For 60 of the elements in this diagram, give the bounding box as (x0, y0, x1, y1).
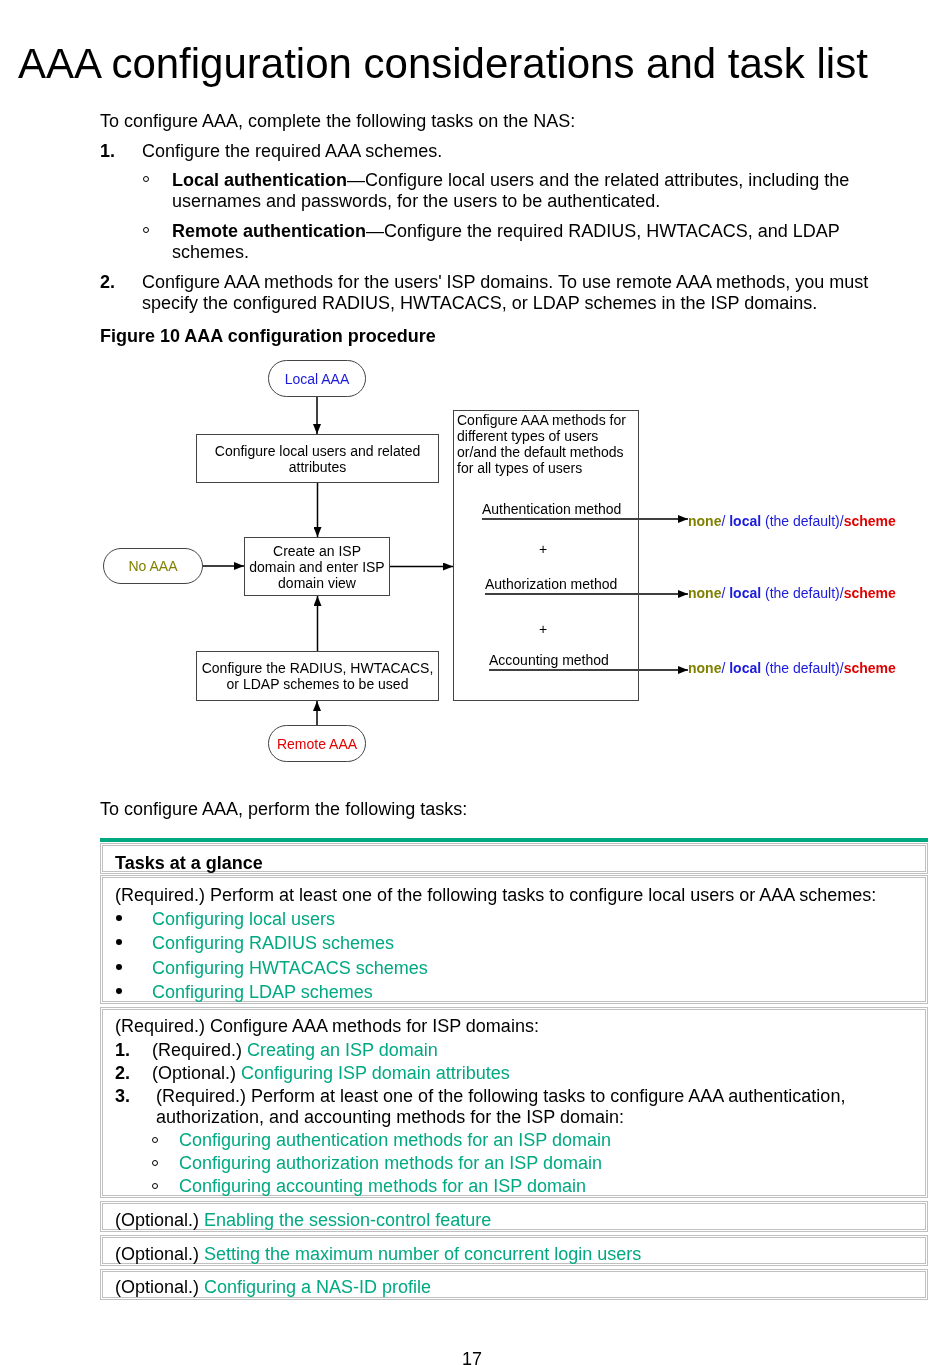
task-link: Configuring HWTACACS schemes (152, 958, 428, 979)
box-heading: Configure AAA methods for different types of users or/and the default methods for all types of users (456, 411, 627, 477)
list-number: 2. (100, 272, 115, 293)
task-link: Configuring authorization methods for an ISP domain (179, 1153, 602, 1174)
process-box (453, 410, 639, 701)
arrow (313, 595, 322, 652)
task-link: Configuring a NAS-ID profile (204, 1277, 432, 1298)
arrow (313, 482, 322, 538)
arrow (202, 562, 245, 570)
task-text: (Optional.) (115, 1277, 200, 1298)
list-item-text: Configure AAA methods for the users' ISP domains. To use remote AAA methods, you must specify the configured RADIUS, HWTACACS, or LDAP schemes in the ISP domains. (142, 272, 870, 314)
method-options-text: none/ local (the default)/scheme (688, 513, 896, 529)
arrow (389, 562, 454, 571)
task-link: Setting the maximum number of concurrent login users (204, 1244, 642, 1265)
task-link: Configuring RADIUS schemes (152, 933, 395, 954)
page-title: AAA configuration considerations and task list (18, 40, 868, 88)
figure-caption: Figure 10 AAA configuration procedure (100, 326, 436, 347)
task-text: (Optional.) (152, 1063, 237, 1084)
method-options-text: none/ local (the default)/scheme (688, 660, 896, 676)
arrow (481, 515, 689, 523)
arrow (313, 396, 321, 435)
arrow (313, 700, 321, 726)
process-box: Configure the RADIUS, HWTACACS, or LDAP schemes to be used (196, 651, 439, 701)
task-text: (Required.) Perform at least one of the following tasks to configure local users or AAA schemes: (115, 885, 877, 906)
plus-sign: + (539, 621, 548, 637)
intro-text: To configure AAA, perform the following tasks: (100, 799, 468, 820)
arrow (488, 666, 689, 674)
list-item-text: Configure the required AAA schemes. (142, 141, 443, 162)
method-label: Accounting method (489, 652, 609, 668)
page-number: 17 (462, 1349, 483, 1365)
arrow (484, 590, 689, 598)
task-link: Configuring local users (152, 909, 336, 930)
intro-text: To configure AAA, complete the following tasks on the NAS: (100, 111, 576, 132)
terminal-shape: Remote AAA (268, 725, 366, 762)
task-text: (Required.) (152, 1040, 243, 1061)
process-box: Create an ISP domain and enter ISP domain view (244, 537, 390, 596)
list-number: 2. (115, 1063, 130, 1084)
terminal-shape: No AAA (103, 548, 203, 584)
plus-sign: + (539, 541, 548, 557)
process-box: Configure local users and related attributes (196, 434, 439, 483)
task-link: Configuring accounting methods for an ISP domain (179, 1176, 586, 1197)
task-link: Enabling the session-control feature (204, 1210, 492, 1231)
task-link: Configuring authentication methods for an ISP domain (179, 1130, 611, 1151)
list-item-text: Remote authentication—Configure the required RADIUS, HWTACACS, and LDAP schemes. (172, 221, 841, 263)
task-text: (Optional.) (115, 1244, 200, 1265)
terminal-shape: Local AAA (268, 360, 366, 397)
table-heading: Tasks at a glance (115, 853, 263, 874)
task-link: Creating an ISP domain (247, 1040, 438, 1061)
list-number: 1. (115, 1040, 130, 1061)
task-text: (Required.) Configure AAA methods for ISP domains: (115, 1016, 539, 1037)
task-link: Configuring LDAP schemes (152, 982, 373, 1003)
task-link: Configuring ISP domain attributes (241, 1063, 510, 1084)
list-number: 1. (100, 141, 115, 162)
method-label: Authorization method (485, 576, 618, 592)
task-text: (Optional.) (115, 1210, 200, 1231)
list-item-text: Local authentication—Configure local users and the related attributes, including the usernames and passwords, for the users to be authenticated. (172, 170, 851, 212)
method-options-text: none/ local (the default)/scheme (688, 585, 896, 601)
method-label: Authentication method (482, 501, 622, 517)
list-number: 3. (115, 1086, 130, 1107)
task-text: (Required.) Perform at least one of the following tasks to configure AAA authentication, authorization, and accounting methods for the ISP domain: (156, 1086, 847, 1128)
